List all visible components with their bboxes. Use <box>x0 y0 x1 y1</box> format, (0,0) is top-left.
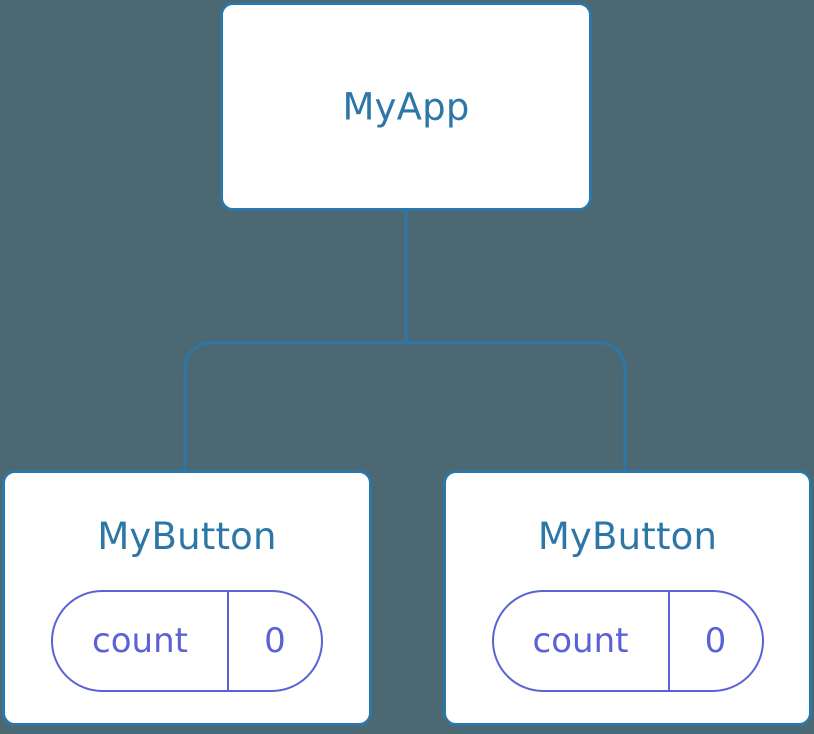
state-pill-wrap-left: count 0 <box>5 590 369 692</box>
state-pill-right-value: 0 <box>704 621 727 661</box>
state-pill-right-key: count <box>532 621 629 661</box>
node-myapp[interactable]: MyApp <box>220 2 592 211</box>
state-pill-right[interactable]: count 0 <box>491 590 764 692</box>
node-mybutton-left[interactable]: MyButton count 0 <box>2 470 372 726</box>
node-mybutton-right-title: MyButton <box>537 515 718 558</box>
state-pill-right-divider <box>667 592 670 690</box>
state-pill-left[interactable]: count 0 <box>51 590 323 692</box>
state-pill-wrap-right: count 0 <box>446 590 809 692</box>
state-pill-left-value: 0 <box>264 621 286 661</box>
state-pill-left-key: count <box>92 621 188 661</box>
state-pill-left-divider <box>227 592 229 690</box>
node-mybutton-left-title: MyButton <box>97 515 277 558</box>
node-mybutton-right[interactable]: MyButton count 0 <box>443 470 812 726</box>
node-myapp-title: MyApp <box>342 85 470 128</box>
edge-branch-left <box>183 341 406 472</box>
edge-branch-right <box>406 341 627 472</box>
